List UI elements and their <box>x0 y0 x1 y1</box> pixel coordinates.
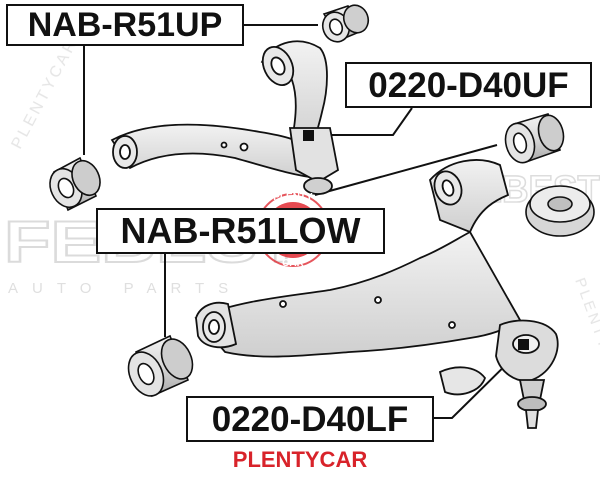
leader-uf-to-arm <box>312 107 413 136</box>
seal-top-text: PLENTY <box>273 192 313 203</box>
part-label-nab-r51up: NAB-R51UP <box>6 4 244 46</box>
leader-lines <box>83 24 527 419</box>
part-label-0220-d40lf: 0220-D40LF <box>186 396 434 442</box>
lower-control-arm-icon <box>194 159 559 429</box>
bushing-lower-left-icon <box>127 334 194 398</box>
bushing-top-icon <box>321 4 370 43</box>
plentycar-side-watermark-right: PLENTYCAR.RU <box>571 276 600 425</box>
leader-uf-to-right-bushing <box>314 144 498 196</box>
part-label-nab-r51low: NAB-R51LOW <box>96 208 385 254</box>
upper-control-arm-icon <box>110 40 340 195</box>
footer-brand: PLENTYCAR <box>232 447 368 472</box>
bushing-upper-left-icon <box>49 156 101 212</box>
bushing-lower-right-icon <box>504 113 565 164</box>
seal-bottom-text: CAR <box>282 258 304 269</box>
febest-watermark-tagline: AUTO PARTS <box>8 280 242 297</box>
part-label-0220-d40uf: 0220-D40UF <box>345 62 592 108</box>
leader-lf-to-knuckle <box>434 344 527 419</box>
bump-stop-icon <box>525 185 595 237</box>
